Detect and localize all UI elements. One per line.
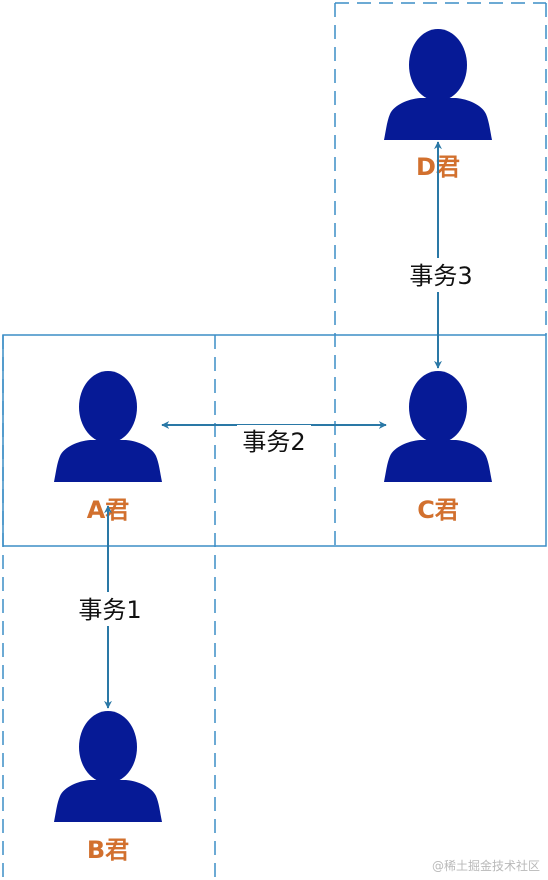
watermark: @稀土掘金技术社区 [431, 859, 540, 873]
transaction-1-label-bg [72, 592, 146, 626]
transaction-3-label-bg [404, 258, 478, 292]
person-b: B君 [54, 711, 162, 864]
person-c: C君 [384, 371, 492, 524]
user-icon [384, 29, 492, 140]
region-ac-solid-border [2, 334, 547, 547]
user-icon [54, 711, 162, 822]
person-a: A君 [54, 371, 162, 524]
person-c-name: C君 [417, 496, 459, 524]
user-icon [384, 371, 492, 482]
transaction-3-label: 事务3 [409, 262, 472, 290]
person-b-name: B君 [87, 836, 129, 864]
user-icon [54, 371, 162, 482]
transaction-2-label: 事务2 [242, 428, 305, 456]
transaction-2-label-bg [237, 425, 311, 457]
transaction-1-label: 事务1 [78, 596, 141, 624]
